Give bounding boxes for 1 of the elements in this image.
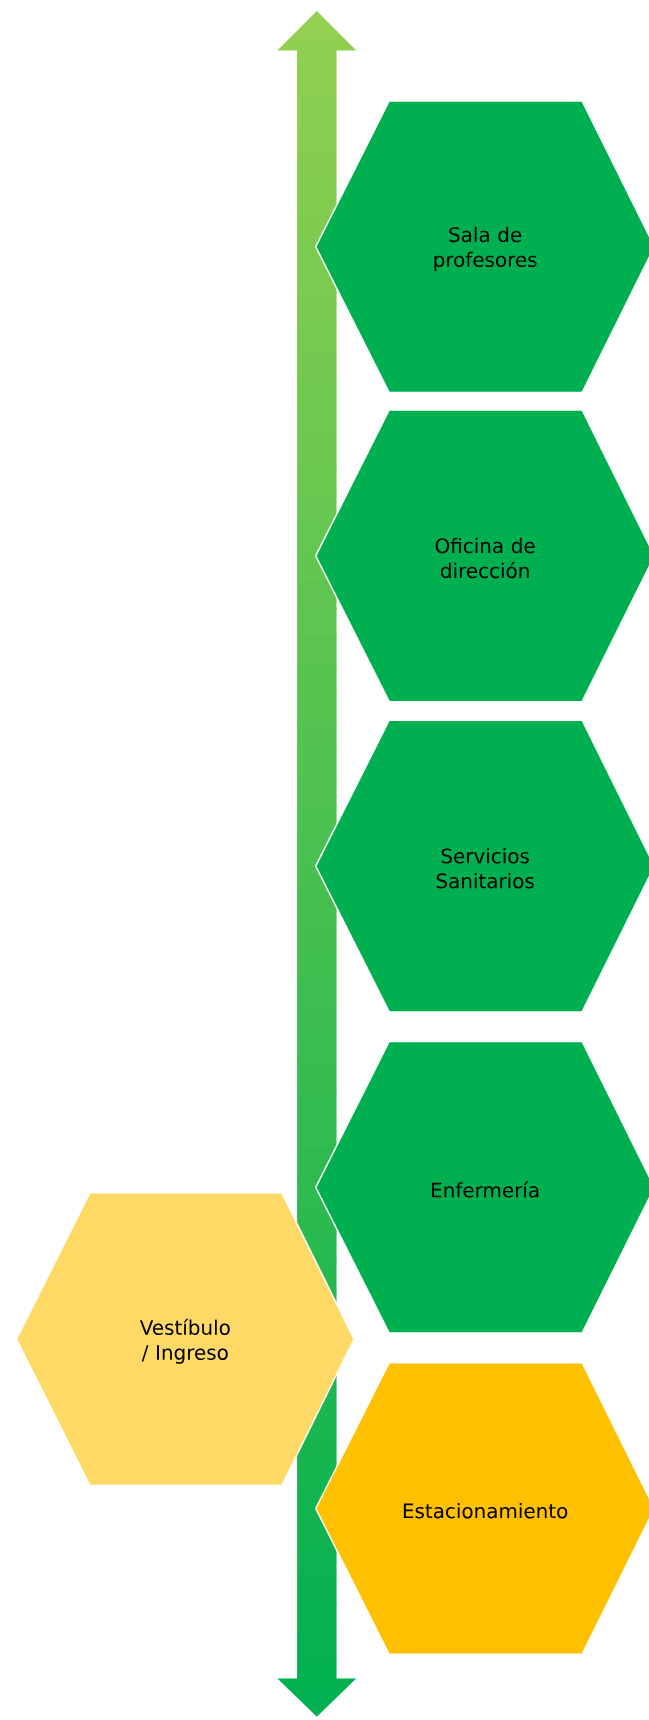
hexagon: Vestíbulo / Ingreso <box>15 1192 355 1487</box>
